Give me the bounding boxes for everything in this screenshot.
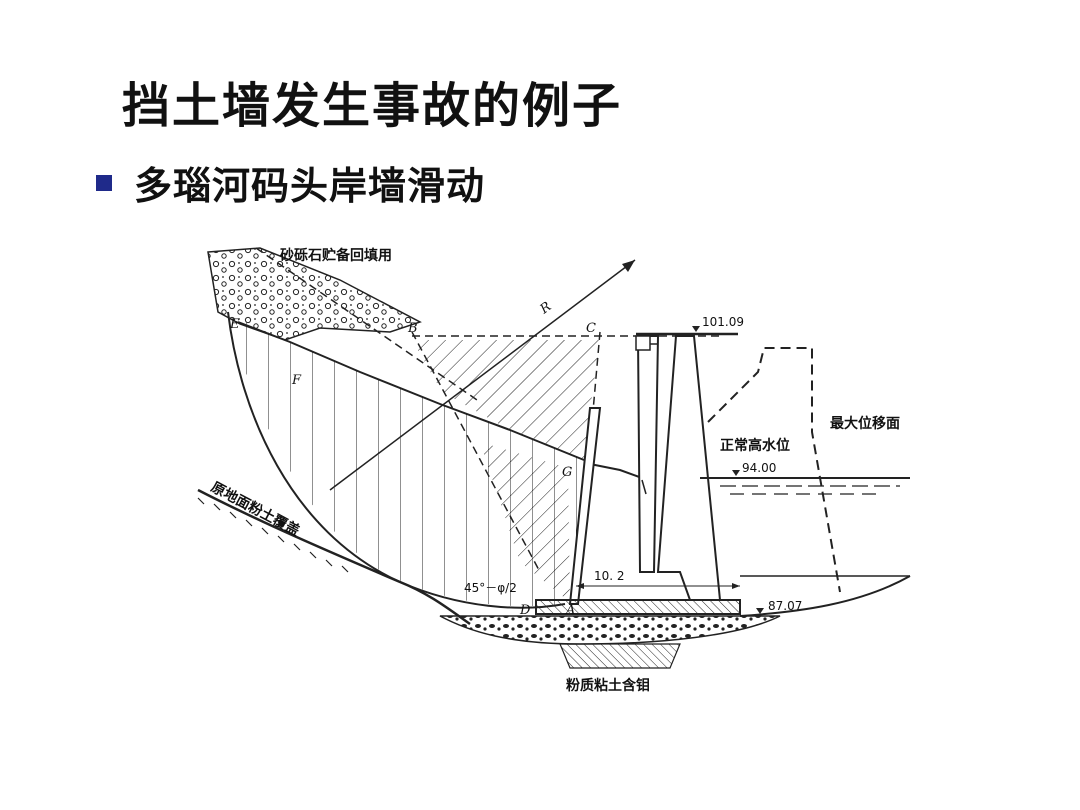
slip-circle-arc	[227, 311, 566, 609]
bullet-text: 多瑙河码头岸墙滑动	[134, 164, 486, 208]
wall-stem-joint	[641, 479, 647, 495]
point-d: D	[519, 603, 531, 618]
point-g: G	[562, 465, 572, 480]
bullet-item: 多瑙河码头岸墙滑动	[96, 155, 485, 210]
ground-to-wall-line	[589, 463, 643, 479]
clay-layer	[559, 643, 681, 669]
dimension-arrow-left-icon	[576, 583, 584, 589]
label-elev-top: 101.09	[702, 315, 744, 329]
label-silty-clay: 粉质粘土含钼	[566, 677, 650, 694]
label-max-displacement: 最大位移面	[830, 415, 900, 432]
elevation-base-icon	[756, 608, 764, 614]
river-bed-line	[739, 575, 911, 617]
ground-hatch-marks	[197, 497, 349, 573]
max-displacement-outline	[707, 347, 841, 593]
label-normal-water: 正常高水位	[720, 437, 790, 454]
point-a: A	[565, 603, 575, 618]
radius-line	[329, 259, 636, 491]
elevation-top-icon	[692, 326, 700, 332]
label-width: 10. 2	[594, 569, 625, 583]
point-c: C	[586, 321, 596, 336]
gravel-foundation	[439, 615, 781, 645]
point-b: B	[407, 321, 418, 336]
slide-title: 挡土墙发生事故的例子	[122, 78, 623, 134]
bullet-square-icon	[96, 174, 112, 191]
hatched-wedge-lower	[480, 442, 570, 602]
hatched-wedge-bcg	[412, 340, 600, 460]
dashed-line-2	[411, 331, 541, 573]
ground-surface-line	[237, 321, 585, 461]
label-gravel: 砂砾石贮备回填用	[279, 247, 392, 264]
wall-base-slab	[535, 599, 741, 615]
label-elev-base: 87.07	[768, 599, 802, 613]
point-r: R	[537, 299, 555, 318]
dimension-arrow-right-icon	[732, 583, 740, 589]
label-elev-water: 94.00	[742, 461, 776, 475]
elevation-water-icon	[732, 470, 740, 476]
diagram-svg: 砂砾石贮备回填用 原地面粉土覆盖 正常高水位 最大位移面 粉质粘土含钼 45°－…	[197, 247, 911, 694]
point-e: E	[229, 317, 240, 332]
radius-arrow-icon	[622, 260, 635, 272]
retaining-wall-diagram: 砂砾石贮备回填用 原地面粉土覆盖 正常高水位 最大位移面 粉质粘土含钼 45°－…	[180, 232, 940, 722]
dashed-line-1	[255, 247, 481, 403]
wall-top-block	[635, 335, 651, 351]
point-f: F	[291, 373, 302, 388]
sliding-soil-mass	[228, 312, 584, 607]
wall-front-stem	[656, 335, 722, 601]
label-angle: 45°－φ/2	[464, 581, 517, 595]
original-ground-line	[197, 488, 471, 626]
wall-inner-stem	[636, 335, 660, 573]
label-ground: 原地面粉土覆盖	[208, 479, 303, 540]
